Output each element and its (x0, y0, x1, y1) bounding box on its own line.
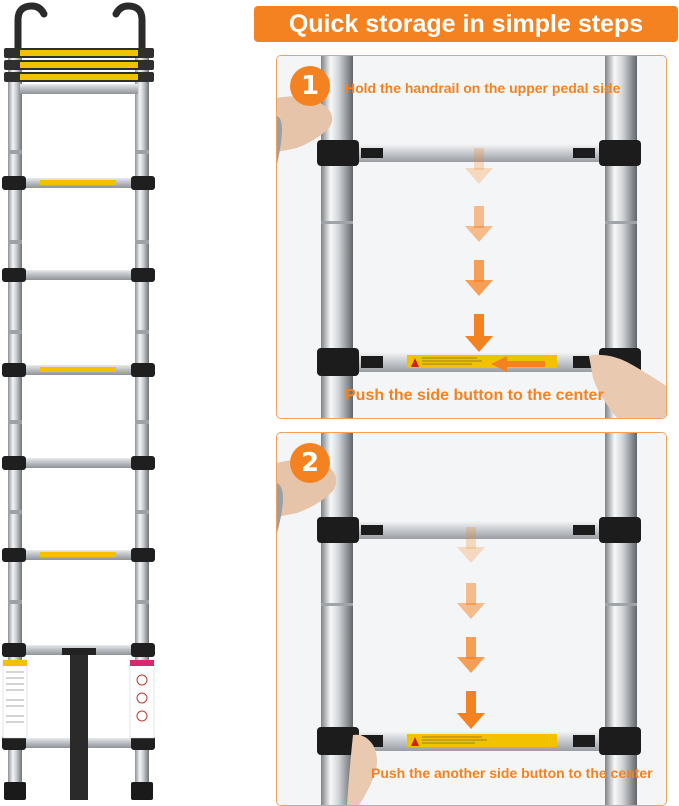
step-1-ladder-photo (277, 56, 666, 418)
step-2-ladder-photo (277, 433, 666, 805)
step-1-instruction-bottom: Push the side button to the center (345, 387, 604, 404)
down-arrow-icon (465, 314, 493, 352)
warning-icon (411, 737, 419, 746)
step-2-panel: 2 Push the another side button to the ce… (276, 432, 667, 806)
down-arrow-icon (465, 260, 493, 296)
step-1-instruction-top: Hold the handrail on the upper pedal sid… (345, 80, 621, 96)
step-1-panel: 1 Hold the handrail on the upper pedal s… (276, 55, 667, 419)
down-arrow-icon (465, 148, 493, 184)
title-banner: Quick storage in simple steps (254, 6, 678, 42)
down-arrow-icon (457, 691, 485, 729)
warning-icon (411, 358, 419, 367)
down-arrow-icon (457, 583, 485, 619)
step-2-instruction-bottom: Push the another side button to the cent… (371, 765, 653, 781)
down-arrow-icon (457, 637, 485, 673)
down-arrow-icon (457, 527, 485, 563)
step-2-number: 2 (290, 443, 330, 483)
down-arrow-icon (465, 206, 493, 242)
left-arrow-icon (491, 356, 545, 372)
step-1-number: 1 (290, 66, 330, 106)
title-text: Quick storage in simple steps (288, 9, 644, 38)
extended-ladder-illustration (2, 2, 155, 800)
